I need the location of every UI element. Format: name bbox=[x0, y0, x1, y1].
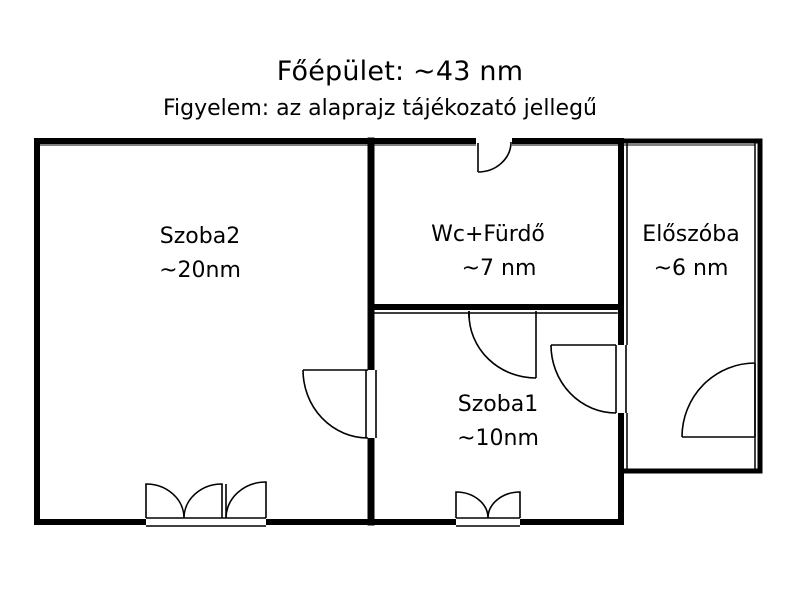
room-eloszoba-area: ~6 nm bbox=[653, 256, 729, 281]
room-eloszoba-name: Előszóba bbox=[642, 222, 740, 247]
plan-disclaimer: Figyelem: az alaprajz tájékozató jellegű bbox=[162, 96, 597, 121]
room-wc: Wc+Fürdő ~7 nm bbox=[408, 218, 568, 286]
door-szoba2-szoba1 bbox=[302, 369, 377, 439]
room-szoba2-name: Szoba2 bbox=[159, 224, 241, 249]
window-szoba1 bbox=[455, 491, 521, 527]
room-szoba2-area: ~20nm bbox=[159, 258, 241, 283]
outer-wall-main bbox=[34, 138, 624, 525]
room-szoba2: Szoba2 ~20nm bbox=[120, 220, 280, 288]
outer-wall-eloszoba bbox=[618, 138, 763, 474]
room-eloszoba: Előszóba ~6 nm bbox=[626, 218, 756, 286]
window-szoba2 bbox=[145, 481, 267, 527]
door-wc bbox=[477, 141, 512, 173]
plan-title: Főépület: ~43 nm bbox=[276, 56, 524, 87]
door-szoba1-wc bbox=[468, 311, 537, 379]
door-entrance bbox=[681, 362, 756, 438]
room-szoba1-area: ~10nm bbox=[457, 426, 539, 451]
room-wc-area: ~7 nm bbox=[461, 256, 537, 281]
room-wc-name: Wc+Fürdő bbox=[431, 222, 545, 247]
room-szoba1: Szoba1 ~10nm bbox=[418, 388, 578, 456]
room-szoba1-name: Szoba1 bbox=[457, 392, 539, 417]
door-szoba1-eloszoba bbox=[550, 344, 627, 414]
